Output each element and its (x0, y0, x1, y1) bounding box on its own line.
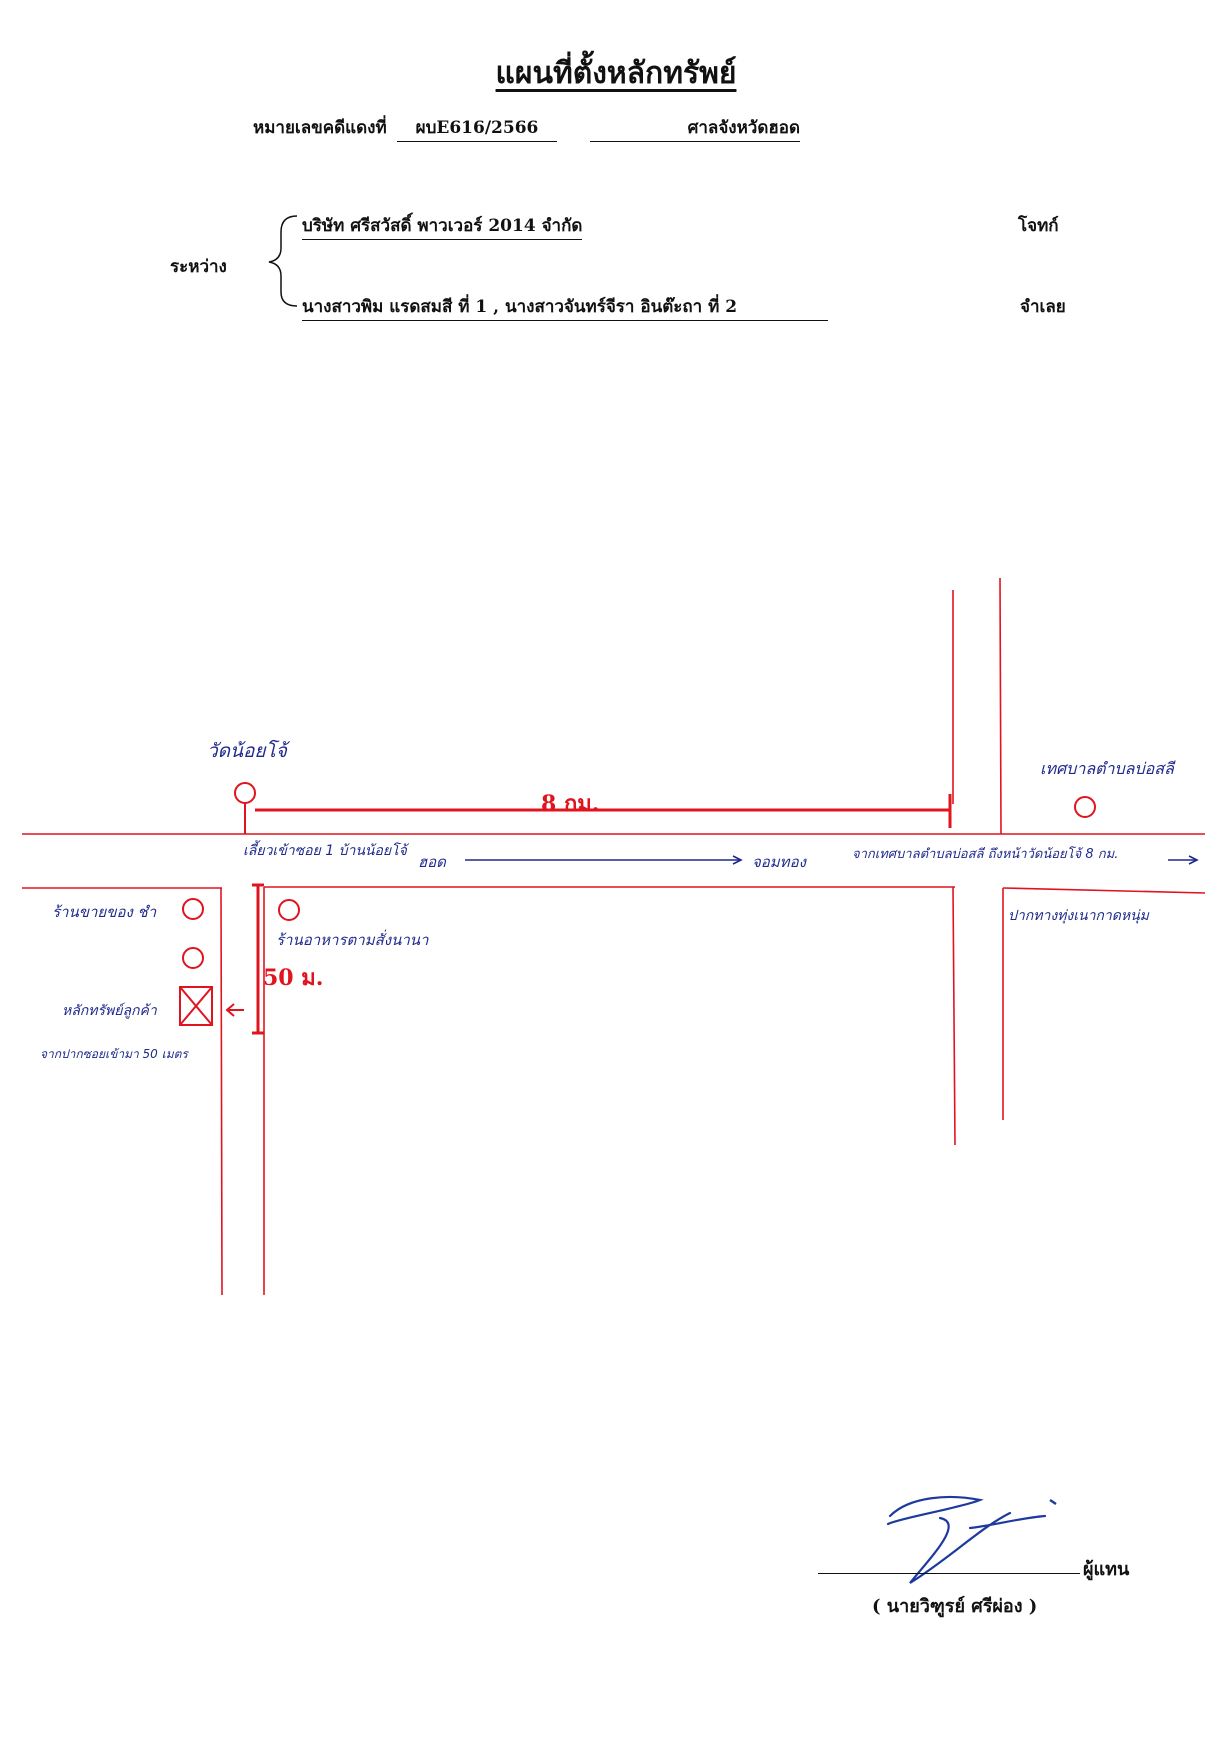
municipality-label: เทศบาลตำบลบ่อสลี (1040, 759, 1174, 778)
grocery-label: ร้านขายของ ชำ (52, 903, 157, 921)
property-arrow-head (225, 1003, 235, 1017)
direction-arrowhead-end (1188, 855, 1199, 865)
handwritten-signature (886, 1495, 1057, 1584)
signature-line (818, 1573, 1080, 1574)
distance-8km-label: 8 กม. (541, 791, 600, 817)
temple-label: วัดน้อยโจ้ (207, 740, 287, 762)
court-name: ศาลจังหวัดฮอด (590, 114, 800, 142)
hod-label: ฮอด (418, 853, 446, 871)
municipality-marker (1074, 796, 1096, 818)
chom-thong-label: จอมทอง (752, 853, 806, 871)
road-junction-label: ปากทางทุ่งเนากาดหนุ่ม (1008, 908, 1149, 924)
cross-road-edge-left-bottom (952, 886, 956, 1146)
property-label: หลักทรัพย์ลูกค้า (62, 1003, 157, 1019)
plaintiff-role: โจทก์ (1018, 216, 1059, 236)
defendant-name: นางสาวพิม แรดสมสี ที่ 1 , นางสาวจันทร์จี… (302, 293, 828, 321)
plaintiff-name: บริษัท ศรีสวัสดิ์ พาวเวอร์ 2014 จำกัด (302, 212, 583, 240)
case-number: ผบE616/2566 (397, 114, 557, 142)
property-note-label: จากปากซอยเข้ามา 50 เมตร (40, 1047, 188, 1061)
restaurant-marker (278, 899, 300, 921)
distance-50m-label: 50 ม. (263, 965, 324, 991)
page-title: แผนที่ตั้งหลักทรัพย์ (495, 56, 737, 91)
property-marker (179, 986, 213, 1026)
grocery-marker (182, 898, 204, 920)
party-brace (268, 215, 298, 307)
signer-role: ผู้แทน (1083, 1559, 1130, 1580)
restaurant-label: ร้านอาหารตามสั่งนานา (276, 931, 429, 949)
direction-arrowhead-chomthong (732, 855, 743, 865)
main-road-edge-bottom-right (1002, 887, 1206, 894)
second-shop-marker (182, 947, 204, 969)
from-municipality-label: จากเทศบาลตำบลบ่อสลี ถึงหน้าวัดน้อยโจ้ 8 … (852, 847, 1119, 862)
cross-road-edge-right-top (999, 577, 1002, 835)
property-marker-cross-b (179, 986, 213, 1026)
turn-soi-label: เลี้ยวเข้าซอย 1 บ้านน้อยโจ้ (243, 843, 407, 859)
case-number-label: หมายเลขคดีแดงที่ (253, 118, 387, 138)
between-label: ระหว่าง (170, 257, 227, 277)
signer-name: ( นายวิฑูรย์ ศรีผ่อง ) (872, 1596, 1038, 1617)
soi-road-edge-left (220, 887, 223, 1296)
defendant-role: จำเลย (1020, 297, 1066, 317)
temple-marker (234, 782, 256, 804)
